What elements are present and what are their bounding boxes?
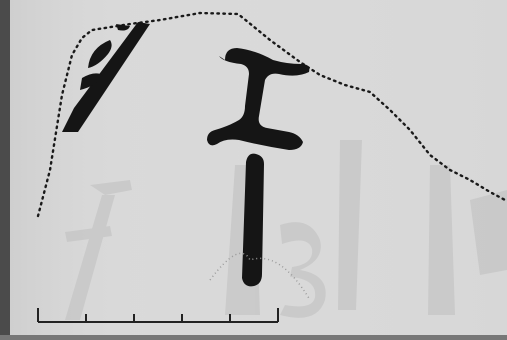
glyph-diagonal-stroke	[62, 22, 150, 132]
inscription-drawing	[10, 0, 507, 335]
stippled-area	[209, 252, 311, 301]
glyph-i-upper	[207, 48, 310, 150]
ghost-stroke-2	[65, 195, 115, 320]
inked-glyphs	[62, 22, 310, 287]
book-edge-shadow	[0, 0, 10, 340]
ghost-stroke-6	[428, 165, 455, 315]
ghost-digit-3	[280, 222, 326, 318]
glyph-i-lower-stroke	[242, 153, 264, 287]
fragment-outline	[36, 11, 507, 218]
glyph-hook-1	[88, 40, 112, 68]
ghost-stroke-1	[90, 180, 132, 195]
ghost-stroke-7	[470, 190, 507, 275]
inscription-figure	[10, 0, 507, 335]
glyph-hook-2	[116, 24, 130, 31]
ghost-stroke-3	[65, 226, 112, 242]
glyph-hook-3	[80, 73, 104, 90]
page-bottom-edge	[0, 335, 507, 340]
ghost-stroke-5	[338, 140, 362, 310]
scale-bar	[37, 308, 279, 323]
